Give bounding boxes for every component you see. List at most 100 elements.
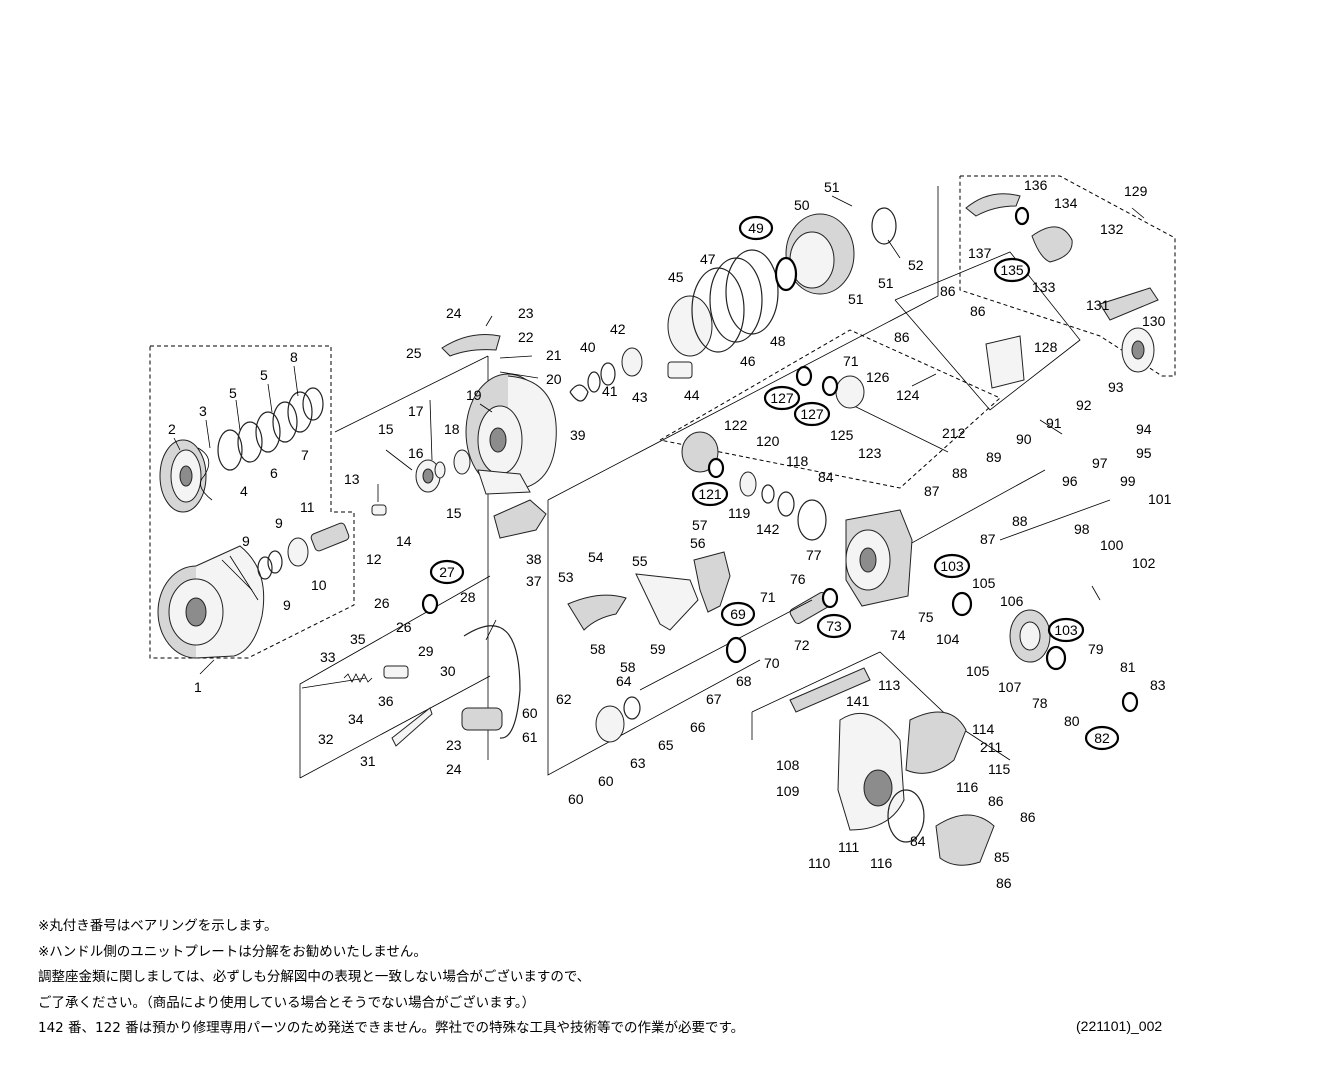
part-label: 86 [988,793,1004,809]
spool-part [157,545,265,659]
part-label: 39 [570,427,586,443]
part-label: 116 [956,779,979,795]
bearing-label: 27 [429,559,465,585]
part-label: 130 [1142,313,1166,329]
part-label: 17 [408,403,424,419]
svg-text:121: 121 [698,486,722,502]
part-label: 48 [770,333,786,349]
part-label: 9 [275,515,283,531]
part-label: 41 [602,383,618,399]
part-label: 132 [1100,221,1124,237]
part-label: 92 [1076,397,1092,413]
part-label: 88 [1012,513,1028,529]
part-label: 25 [406,345,422,361]
part-label: 43 [632,389,648,405]
handle-part [965,193,1159,389]
part-label: 68 [736,673,752,689]
part-label: 33 [320,649,336,665]
part-label: 115 [988,761,1011,777]
part-label: 85 [994,849,1010,865]
part-label: 10 [311,577,327,593]
svg-text:135: 135 [1000,262,1024,278]
part-label: 106 [1000,593,1024,609]
part-label: 114 [972,721,995,737]
part-label: 60 [522,705,538,721]
part-label: 79 [1088,641,1104,657]
part-label: 67 [706,691,722,707]
drag-washers-part [197,387,324,501]
part-label: 86 [996,875,1012,891]
part-label: 34 [348,711,364,727]
part-label: 86 [1020,809,1036,825]
part-label: 2 [168,421,176,437]
part-label: 125 [830,427,854,443]
part-label: 37 [526,573,542,589]
svg-text:49: 49 [748,220,764,236]
part-label: 56 [690,535,706,551]
part-label: 105 [966,663,990,679]
part-label: 64 [616,673,632,689]
part-label: 118 [786,453,809,469]
document-code: (221101)_002 [1076,1018,1163,1034]
part-label: 94 [1136,421,1152,437]
svg-text:27: 27 [439,564,455,580]
part-label: 99 [1120,473,1136,489]
bail-arm-part [441,334,547,739]
bearing-label: 121 [691,481,729,507]
gearbox-body-part [845,509,913,607]
svg-text:103: 103 [1054,622,1078,638]
part-label: 15 [446,505,462,521]
part-label: 15 [378,421,394,437]
parts [157,193,1159,866]
part-label: 7 [301,447,309,463]
part-label: 124 [896,387,920,403]
svg-text:103: 103 [940,558,964,574]
part-label: 23 [518,305,534,321]
body-cover-part [789,667,995,866]
bearing-label: 49 [738,215,774,241]
bearing-label: 69 [720,601,756,627]
bearing-label: 135 [993,257,1031,283]
part-label: 23 [446,737,462,753]
part-label: 87 [924,483,940,499]
part-label: 28 [460,589,476,605]
part-label: 211 [980,739,1003,755]
part-label: 81 [1120,659,1136,675]
drag-knob-part [159,439,207,513]
part-label: 5 [229,385,237,401]
part-label: 83 [1150,677,1166,693]
line-roller-spring-part [301,665,433,747]
part-label: 11 [300,499,315,515]
bearing-label: 127 [793,401,831,427]
part-label: 6 [270,465,278,481]
footnotes: ※丸付き番号はベアリングを示します。 ※ハンドル側のユニットプレートは分解をお勧… [38,914,744,1042]
part-label: 50 [794,197,810,213]
part-label: 1 [194,679,202,695]
bearing-label: 73 [816,613,852,639]
part-label: 111 [838,839,859,855]
part-label: 75 [918,609,934,625]
part-label: 98 [1074,521,1090,537]
part-label: 122 [724,417,748,433]
part-label: 105 [972,575,996,591]
part-label: 51 [824,179,840,195]
part-label: 35 [350,631,366,647]
part-label: 142 [756,521,780,537]
part-label: 58 [620,659,636,675]
main-gear-part [1009,609,1051,663]
part-label: 71 [843,353,859,369]
leader-lines [173,195,1145,675]
part-label: 74 [890,627,906,643]
part-label: 58 [590,641,606,657]
part-label: 66 [690,719,706,735]
part-label: 9 [283,597,291,613]
footnote-line: ※ハンドル側のユニットプレートは分解をお勧めいたしません。 [38,943,427,960]
part-label: 29 [418,643,434,659]
part-label: 24 [446,305,462,321]
part-label: 72 [794,637,810,653]
svg-text:73: 73 [826,618,842,634]
part-label: 119 [728,505,751,521]
part-label: 80 [1064,713,1080,729]
part-label: 12 [366,551,382,567]
